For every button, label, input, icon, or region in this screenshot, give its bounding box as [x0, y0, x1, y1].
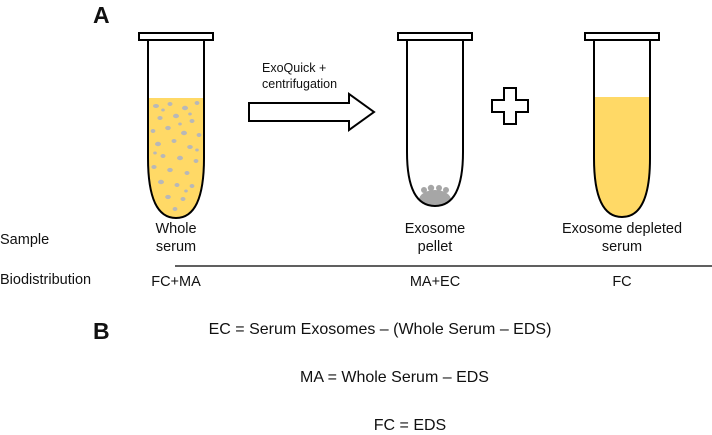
arrow-label-line1: ExoQuick + [262, 61, 327, 75]
row-label-biodistribution: Biodistribution [0, 272, 92, 288]
tube-label-whole-serum: Whole serum [126, 220, 226, 256]
panel-label-a: A [93, 2, 110, 28]
tube-label-whole-serum-line1: Whole [155, 221, 197, 237]
row-label-sample: Sample [0, 232, 50, 248]
tube-exosome-pellet-cap [397, 32, 473, 41]
tube-depleted-serum-cap [584, 32, 660, 41]
plus-icon [491, 87, 529, 125]
tube-whole-serum-cap [138, 32, 214, 41]
tube-whole-serum [138, 32, 214, 220]
tube-depleted-serum-liquid [594, 97, 650, 217]
bio-value-depleted-serum: FC [612, 274, 632, 290]
arrow-label: ExoQuick + centrifugation [262, 60, 337, 92]
equation-fc: FC = EDS [373, 417, 447, 434]
tube-label-exosome-depleted-serum: Exosome depleted serum [542, 220, 702, 256]
panel-label-b: B [93, 318, 110, 344]
serum-particles [150, 101, 202, 211]
tube-exosome-depleted-serum [584, 32, 660, 219]
tube-label-whole-serum-line2: serum [155, 239, 197, 255]
tube-exosome-pellet [397, 32, 473, 208]
tube-label-exosome-pellet-line1: Exosome [404, 221, 466, 237]
tube-label-exosome-pellet-line2: pellet [417, 239, 453, 255]
bio-value-whole-serum: FC+MA [151, 274, 201, 290]
tube-label-depleted-line1: Exosome depleted [561, 221, 683, 237]
tube-label-exosome-pellet: Exosome pellet [385, 220, 485, 256]
equation-ma: MA = Whole Serum – EDS [300, 369, 489, 386]
bio-value-exosome-pellet: MA+EC [409, 274, 461, 290]
process-arrow [248, 92, 376, 132]
equation-ec: EC = Serum Exosomes – (Whole Serum – EDS… [208, 321, 552, 338]
tube-label-depleted-line2: serum [601, 239, 643, 255]
arrow-label-line2: centrifugation [262, 77, 338, 91]
